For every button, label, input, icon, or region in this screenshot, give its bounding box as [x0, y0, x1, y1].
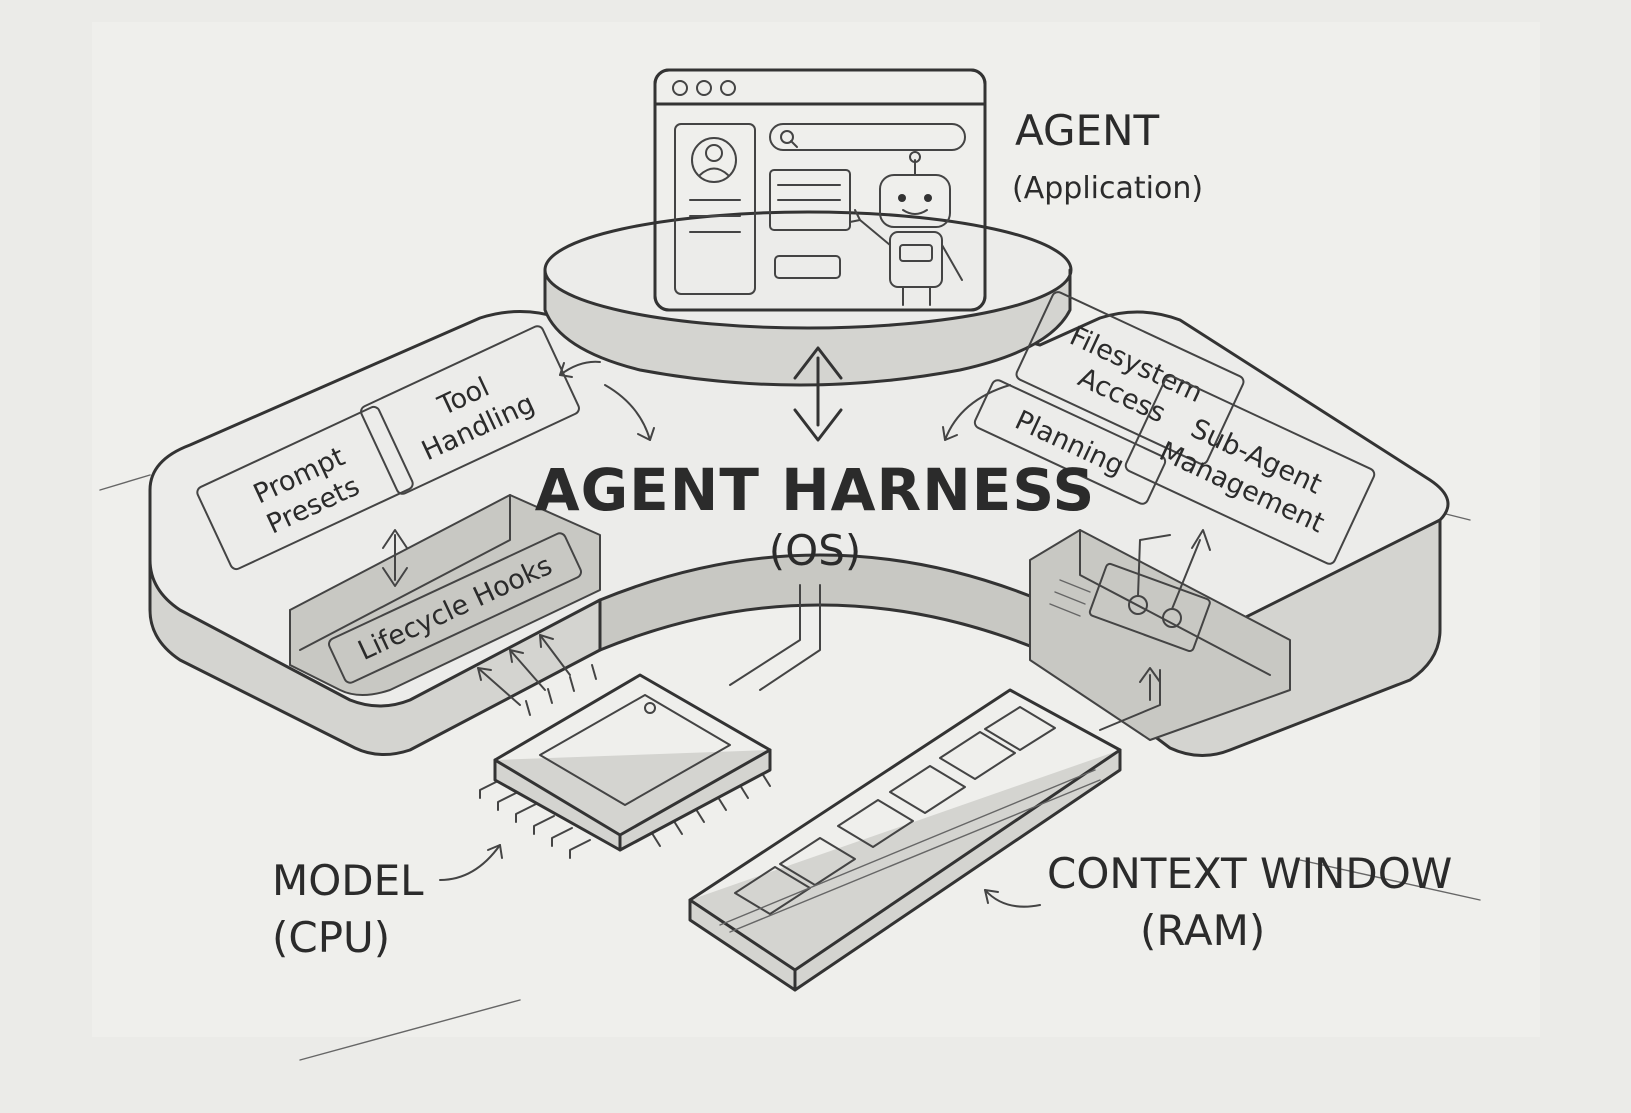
right-arrows — [942, 384, 1211, 652]
ram-stick — [688, 688, 1122, 992]
model-arrow — [439, 844, 503, 881]
context-arrow — [984, 889, 1041, 908]
search-icon — [780, 130, 798, 148]
left-arrows — [382, 360, 655, 587]
harness-subtitle: (OS) — [769, 526, 862, 575]
agent-subtitle: (Application) — [1012, 171, 1203, 206]
robot-icon — [849, 151, 963, 306]
context-window-subtitle: (RAM) — [1140, 906, 1265, 955]
agent-window — [653, 68, 987, 312]
agent-harness-arrow — [793, 346, 843, 442]
grid-lines — [99, 474, 1481, 1061]
model-title: MODEL — [272, 856, 424, 905]
model-subtitle: (CPU) — [272, 913, 390, 962]
agent-title: AGENT — [1015, 106, 1159, 155]
harness-title: AGENT HARNESS — [535, 456, 1096, 524]
cpu-chip — [479, 664, 772, 859]
chip-arrows — [477, 634, 571, 706]
harness-cables — [729, 584, 1161, 731]
avatar-icon — [691, 137, 737, 183]
context-window-title: CONTEXT WINDOW — [1047, 849, 1452, 898]
window-dots-icon — [672, 80, 736, 96]
agent-pedestal — [543, 210, 1073, 387]
